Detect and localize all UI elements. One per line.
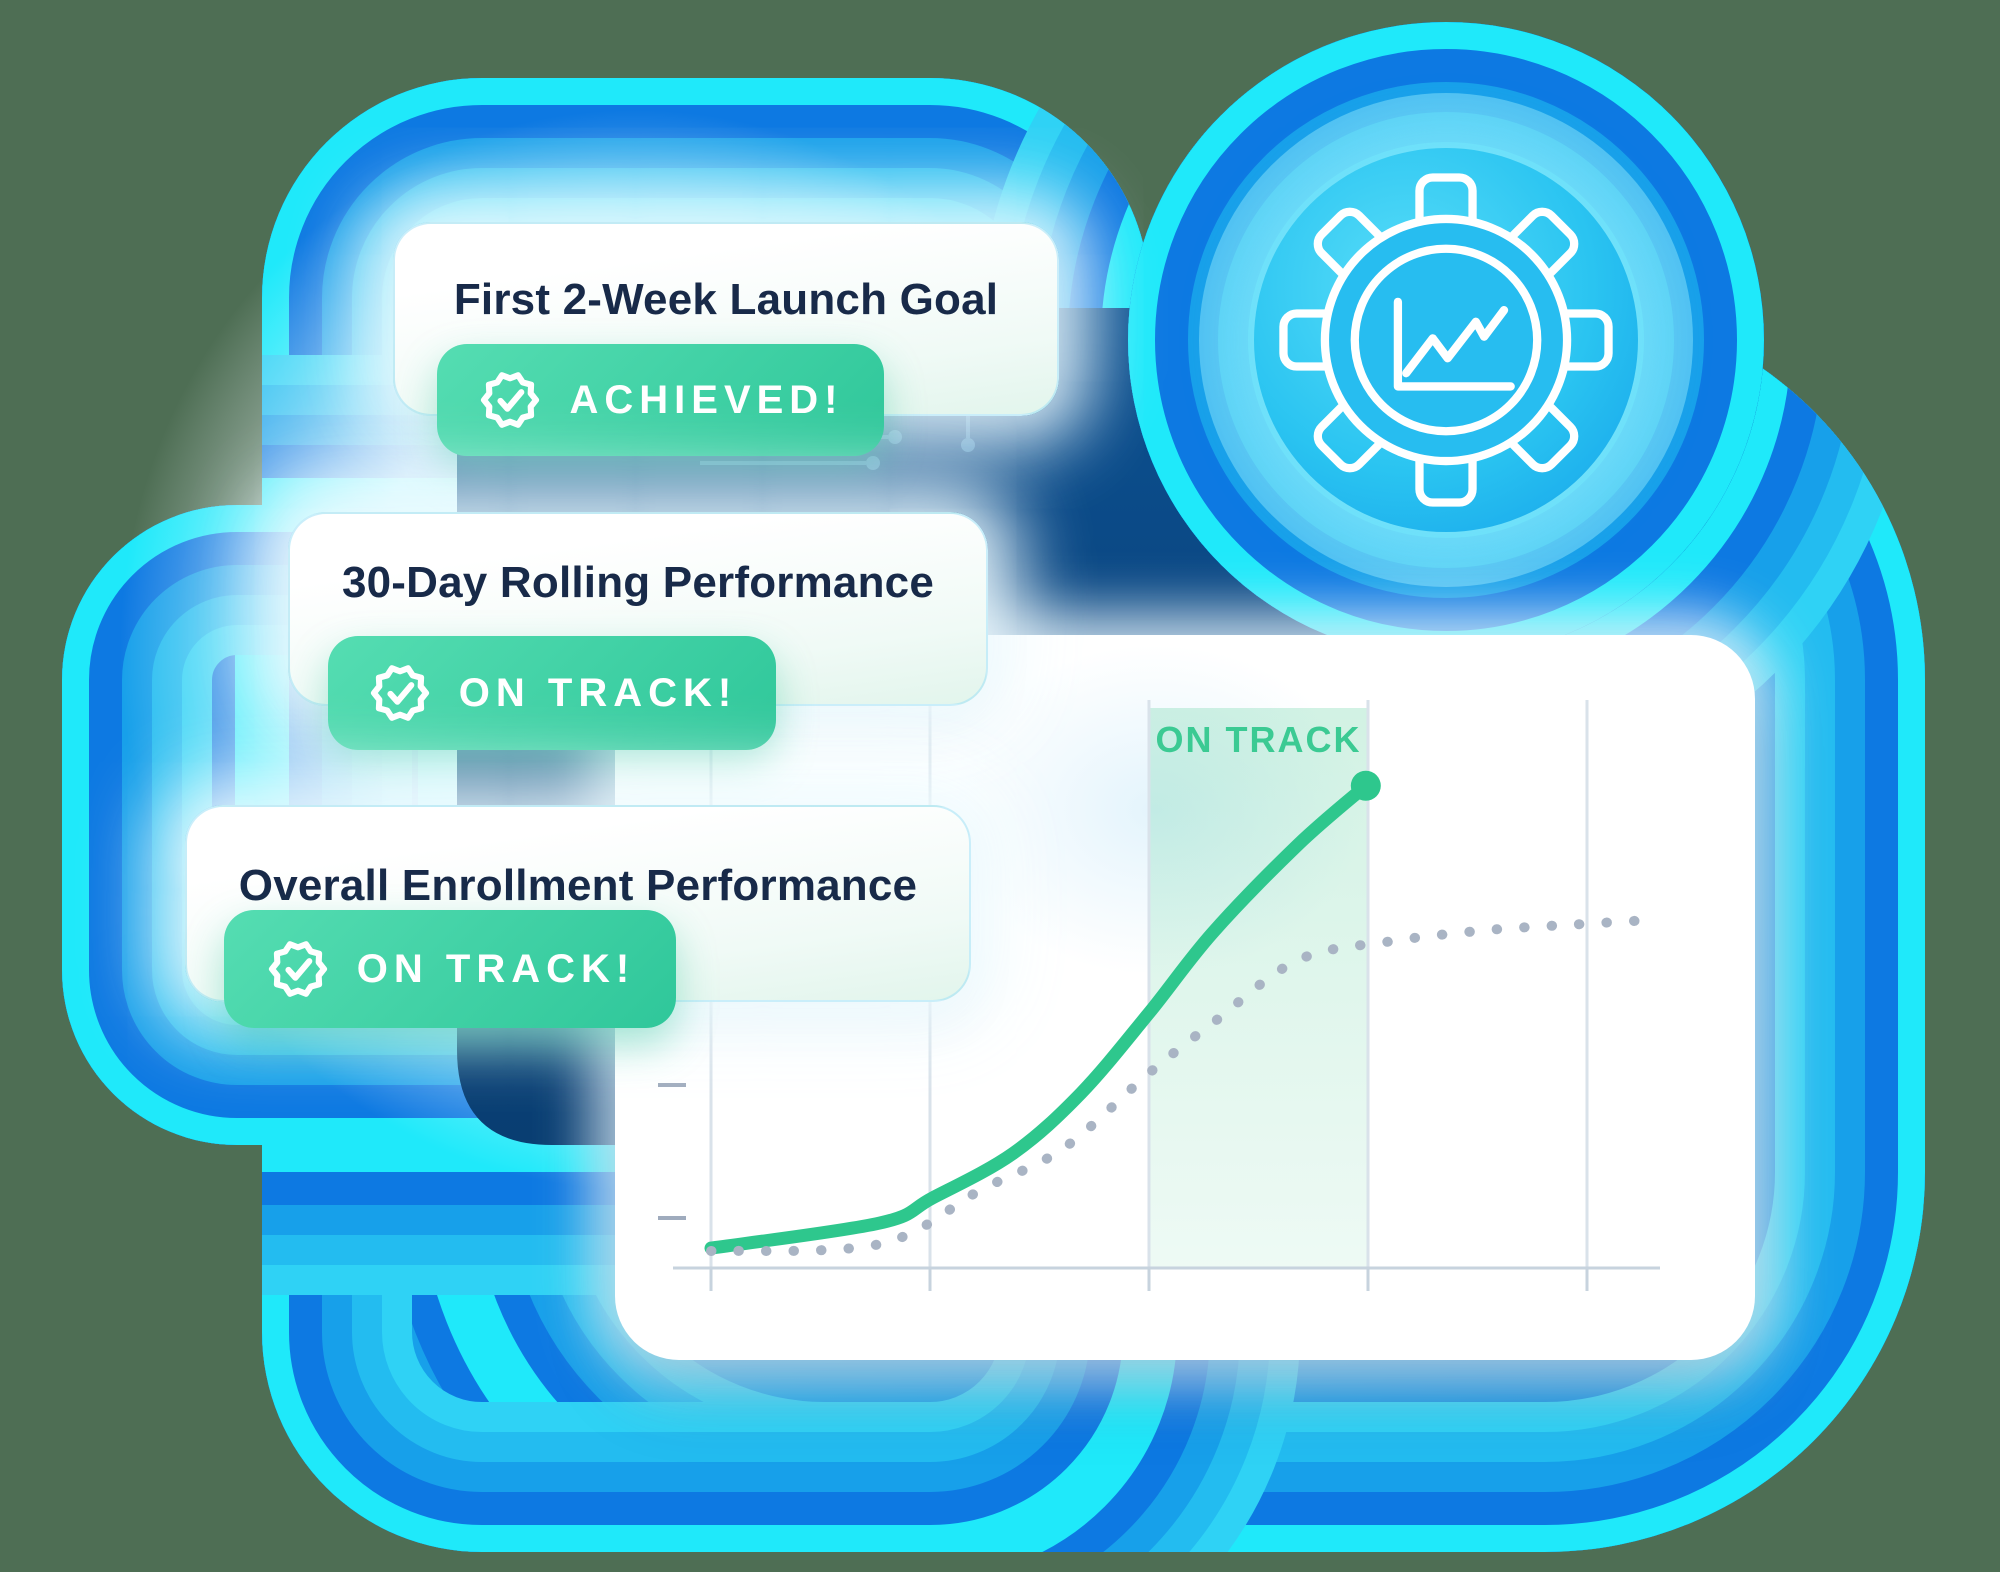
goal-card-rolling: 30-Day Rolling Performance ON TRACK! <box>288 512 988 750</box>
series-actual <box>704 779 1373 1255</box>
goal-card-title: First 2-Week Launch Goal <box>453 275 999 324</box>
series-projection <box>706 915 1649 1256</box>
status-badge-label: ON TRACK! <box>458 670 738 715</box>
axes <box>673 1266 1660 1291</box>
status-badge-on-track: ON TRACK! <box>328 636 776 750</box>
goal-card-title: Overall Enrollment Performance <box>238 861 918 910</box>
data-series <box>704 770 1649 1256</box>
status-badge-on-track: ON TRACK! <box>224 910 676 1028</box>
y-axis-ticks <box>658 1083 686 1220</box>
series-end-dot <box>1350 770 1381 801</box>
on-track-band-label: ON TRACK <box>1155 719 1362 760</box>
gear-chart-icon <box>1279 173 1613 507</box>
status-badge-achieved: ACHIEVED! <box>437 344 884 456</box>
status-badge-label: ON TRACK! <box>356 946 636 991</box>
status-badge-label: ACHIEVED! <box>569 377 844 422</box>
gear-emblem <box>1254 148 1638 532</box>
goal-card-title: 30-Day Rolling Performance <box>341 558 935 607</box>
goal-card-launch: First 2-Week Launch Goal ACHIEVED! <box>393 222 1059 456</box>
goal-card-overall: Overall Enrollment Performance ON TRACK! <box>185 805 971 1028</box>
enrollment-chart <box>658 700 1660 1291</box>
seal-check-icon <box>481 372 540 428</box>
seal-check-icon <box>370 665 429 721</box>
seal-check-icon <box>268 941 327 997</box>
